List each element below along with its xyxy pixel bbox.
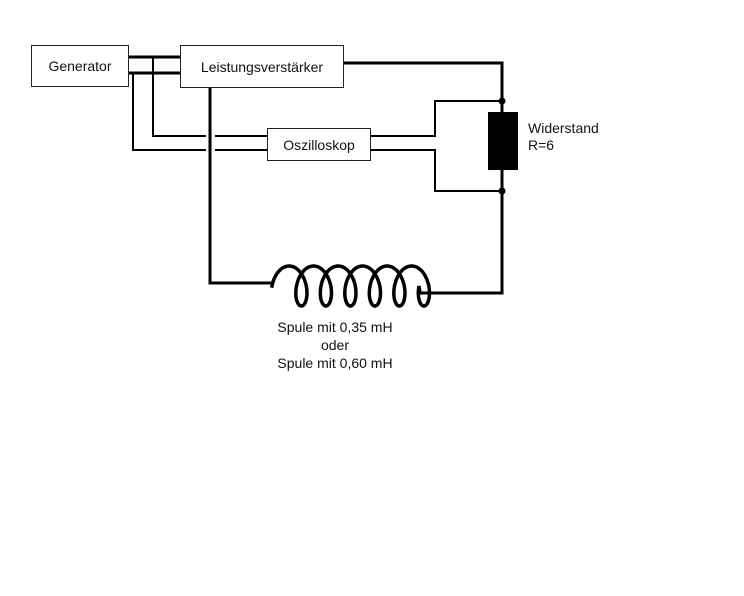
wire-amp-resistor xyxy=(341,61,504,114)
wire-amp-coil xyxy=(208,85,274,285)
generator-label: Generator xyxy=(48,58,112,74)
amplifier-label: Leistungsverstärker xyxy=(200,58,324,75)
coil-option-or: oder xyxy=(320,337,350,353)
oscilloscope-label: Oszilloskop xyxy=(283,136,355,153)
coil-option-1: Spule mit 0,35 mH xyxy=(277,319,393,335)
junction-dot-bottom xyxy=(498,187,506,195)
wire-osc-ch2-left xyxy=(132,72,206,151)
resistor-symbol xyxy=(488,112,518,170)
generator-box: Generator xyxy=(31,45,129,87)
oscilloscope-box: Oszilloskop xyxy=(267,128,371,161)
wire-coil-resistor xyxy=(418,168,504,295)
amplifier-box: Leistungsverstärker xyxy=(180,45,344,88)
coil-symbol xyxy=(269,264,432,308)
wire-osc-probe-top xyxy=(369,100,503,137)
coil-caption: Spule mit 0,35 mH oder Spule mit 0,60 mH xyxy=(255,318,415,372)
wire-osc-ch1-left xyxy=(152,72,206,137)
resistor-value: R=6 xyxy=(528,137,555,153)
resistor-name: Widerstand xyxy=(528,120,599,136)
junction-dot-top xyxy=(498,97,506,105)
coil-option-2: Spule mit 0,60 mH xyxy=(277,355,393,371)
wire-osc-probe-bottom xyxy=(369,149,503,192)
